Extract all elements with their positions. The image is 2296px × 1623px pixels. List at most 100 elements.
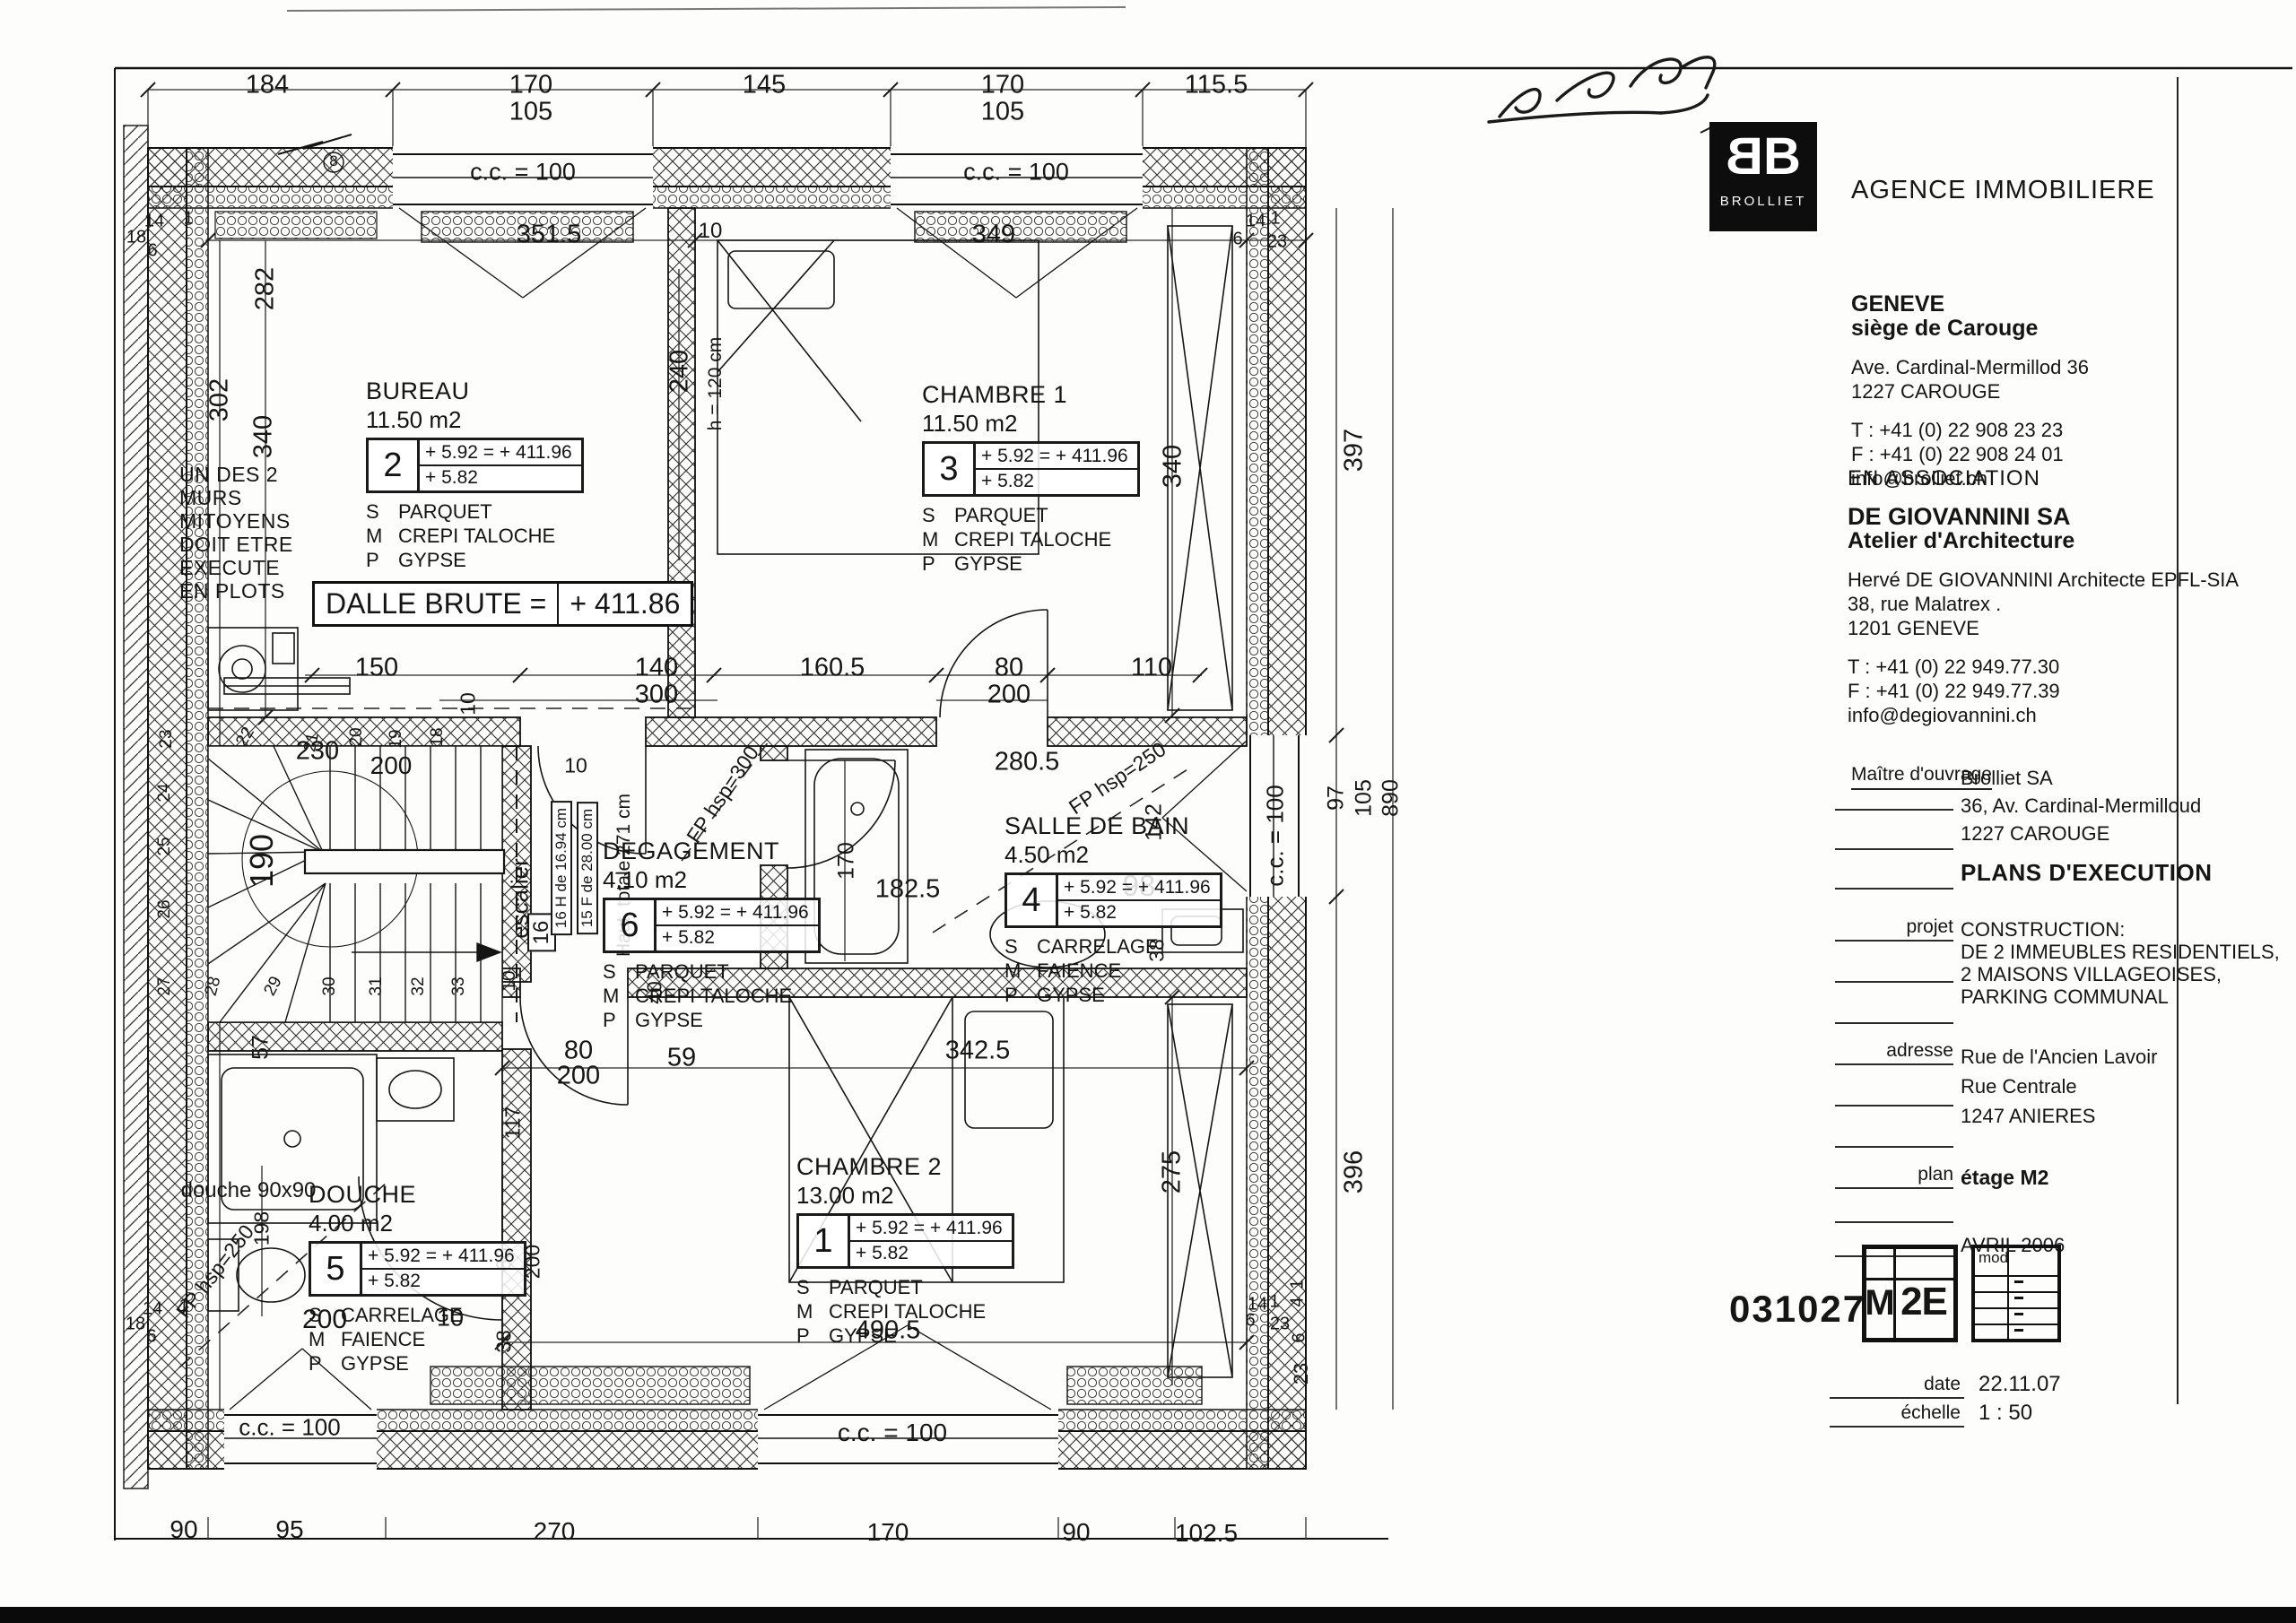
form-rule [1835, 981, 1953, 983]
dim-label: 200 [987, 680, 1031, 709]
finish-value: GYPSE [954, 552, 1022, 575]
dim-label: 23 [1266, 231, 1288, 252]
finish-key: M [366, 525, 383, 547]
dim-label: 10 [564, 753, 587, 777]
room-number: 6 [605, 900, 657, 950]
scale-label: échelle [1900, 1402, 1961, 1423]
finish-value: FAIENCE [1037, 959, 1122, 982]
dim-label: 15 F de 28.00 cm [577, 801, 598, 935]
office-zip-city: 1227 CAROUGE [1851, 380, 2001, 403]
agency-tagline: AGENCE IMMOBILIERE [1851, 176, 2155, 204]
dim-label: 160.5 [799, 653, 865, 682]
dim-label: 90 [170, 1515, 198, 1543]
dim-label: 18 [126, 227, 147, 247]
dim-label: 10 [698, 219, 723, 243]
room-level-box: 3+ 5.92 = + 411.96+ 5.82 [922, 441, 1140, 497]
finish-value: FAIENCE [341, 1328, 426, 1350]
finish-key: S [796, 1276, 810, 1298]
room-number: 3 [925, 444, 976, 494]
dim-label: 90 [1062, 1518, 1091, 1546]
form-rule [1835, 1105, 1953, 1107]
room-number: 2 [369, 440, 420, 490]
room-level-box: 5+ 5.92 = + 411.96+ 5.82 [309, 1241, 526, 1297]
dim-label: 6 [147, 240, 158, 261]
finish-key: S [603, 960, 616, 983]
form-label-projet: projet [1906, 916, 1953, 937]
form-rule [1835, 809, 1953, 811]
architect-name: Hervé DE GIOVANNINI Architecte EPFL-SIA [1848, 568, 2239, 591]
finish-row: M FAIENCE [309, 1327, 526, 1351]
plan-name: étage M2 [1961, 1166, 2049, 1189]
room-area: 11.50 m2 [922, 410, 1018, 437]
owner-street: 36, Av. Cardinal-Mermilloud [1961, 794, 2202, 817]
project-line: 2 MAISONS VILLAGEOISES, [1961, 963, 2222, 985]
form-rule [1835, 1146, 1953, 1148]
finish-key: P [796, 1324, 810, 1347]
finish-value: PARQUET [635, 960, 729, 983]
dim-label: 396 [1339, 1150, 1369, 1194]
mod-label: mod [1979, 1249, 2009, 1266]
dim-label: 340 [248, 414, 278, 459]
dim-label: 182.5 [874, 874, 941, 904]
dim-label: 340 [1158, 444, 1187, 489]
dim-label: 80 [994, 653, 1024, 682]
dalle-brute-value: + 411.86 [570, 587, 681, 620]
room-level-box: 1+ 5.92 = + 411.96+ 5.82 [796, 1213, 1014, 1269]
note-line: UN DES 2 [179, 463, 279, 486]
finish-value: CREPI TALOCHE [829, 1300, 987, 1323]
room-name: SALLE DE BAIN [1004, 812, 1190, 839]
dim-label: 302 [204, 378, 234, 422]
office-tel: T : +41 (0) 22 908 23 23 [1851, 419, 2064, 441]
dim-label: 342.5 [944, 1036, 1011, 1065]
form-rule [1835, 1063, 1953, 1065]
dim-label: 351.5 [516, 220, 582, 249]
dim-label: 115.5 [1184, 70, 1248, 100]
dim-label: h = 120 cm [705, 336, 726, 431]
dim-label: 25 [155, 837, 174, 856]
dim-label: c.c. = 100 [470, 158, 576, 186]
room-levels: + 5.92 = + 411.96+ 5.82 [850, 1216, 1012, 1266]
finish-key: S [1004, 935, 1018, 958]
dim-label: 170 [833, 842, 859, 880]
room-levels: + 5.92 = + 411.96+ 5.82 [362, 1244, 524, 1294]
plan-code-right: 2E [1900, 1280, 1948, 1324]
dim-label: c.c. = 100 [837, 1419, 948, 1446]
dim-label: 6 [146, 1326, 157, 1347]
room-area: 11.50 m2 [366, 406, 462, 433]
finish-key: M [309, 1328, 326, 1350]
brolliet-logo: BB BROLLIET [1709, 122, 1817, 231]
dim-label: 150 [354, 653, 399, 682]
logo-monogram: BB [1728, 127, 1801, 186]
finish-row: M CREPI TALOCHE [796, 1299, 1014, 1324]
finish-row: S PARQUET [603, 959, 821, 984]
room-name: DOUCHE [309, 1181, 417, 1208]
room-level-1: + 5.92 = + 411.96 [420, 440, 581, 466]
room-level-1: + 5.92 = + 411.96 [850, 1216, 1012, 1242]
mod-box: mod [1971, 1245, 2061, 1342]
form-rule [1835, 848, 1953, 850]
room-level-1: + 5.92 = + 411.96 [362, 1244, 524, 1270]
note-line: MURS [179, 486, 242, 509]
note-line: EXECUTE [179, 556, 281, 579]
architect-street: 38, rue Malatrex . [1848, 593, 2002, 615]
room-level-2: + 5.82 [981, 471, 1034, 491]
finish-value: GYPSE [1037, 984, 1105, 1006]
room-level-2: + 5.82 [425, 467, 478, 488]
room-level-box: 6+ 5.92 = + 411.96+ 5.82 [603, 898, 821, 953]
dim-label: 170 [509, 70, 553, 100]
finish-key: M [796, 1300, 813, 1323]
